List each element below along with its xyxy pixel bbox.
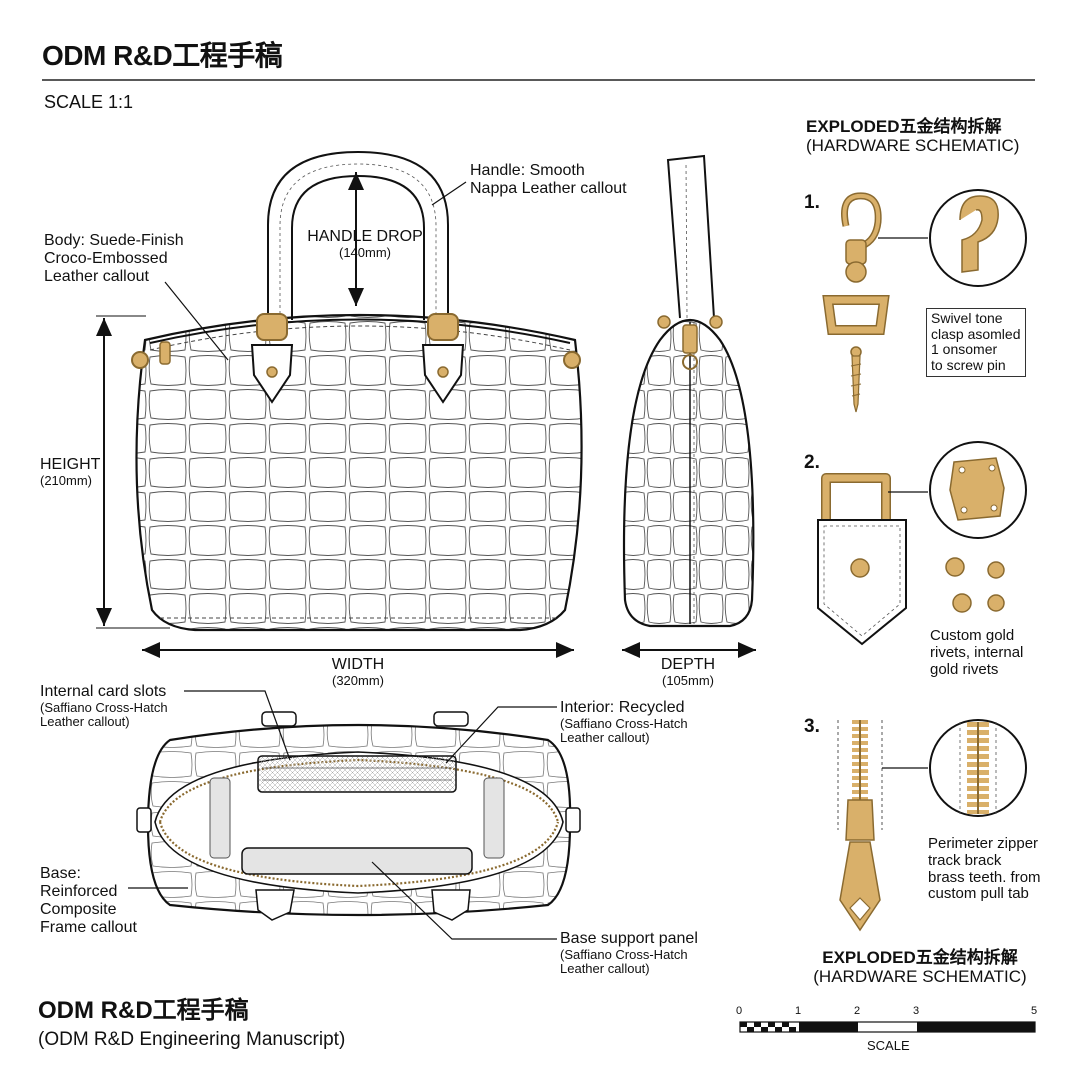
card-slots-sub: Leather callout) — [40, 714, 130, 730]
footer-subtitle: (ODM R&D Engineering Manuscript) — [38, 1029, 346, 1050]
footer-title: ODM R&D工程手稿 — [38, 997, 249, 1024]
depth-dimension: DEPTH (105mm) — [640, 656, 736, 688]
base-callout: Base: Reinforced Composite Frame callout — [40, 865, 137, 937]
base-panel-sub: (Saffiano Cross-Hatch — [560, 946, 688, 962]
handle-tab-right — [421, 313, 465, 404]
note-line: custom pull tab — [928, 885, 1029, 903]
side-view — [622, 154, 756, 658]
base-callout-line: Composite — [40, 900, 117, 918]
card-slots-sub: (Saffiano Cross-Hatch — [40, 699, 168, 715]
hardware-item-number: 2. — [804, 452, 820, 473]
hardware-heading: EXPLODED五金结构拆解 (HARDWARE SCHEMATIC) — [806, 117, 1019, 155]
hardware-dring — [817, 441, 1027, 646]
depth-label: DEPTH — [660, 656, 716, 673]
height-label: HEIGHT — [40, 456, 101, 473]
scale-tick: 0 — [736, 1005, 743, 1017]
scale-tick: 1 — [795, 1005, 802, 1017]
handle-drop-value: (140mm) — [338, 244, 391, 260]
note-line: to screw pin — [931, 357, 1006, 374]
note-line: track brack — [928, 851, 1002, 869]
page-title: ODM R&D工程手稿 — [42, 40, 283, 71]
scale-bar-label: SCALE — [867, 1038, 910, 1053]
hardware-clasp — [822, 189, 1027, 413]
hardware-footer-line: (HARDWARE SCHEMATIC) — [813, 967, 1027, 987]
card-slots-title: Internal card slots — [40, 683, 167, 700]
note-line: brass teeth. from — [928, 868, 1041, 886]
depth-value: (105mm) — [661, 672, 714, 688]
handle-callout: Handle: Smooth Nappa Leather callout — [470, 162, 627, 198]
side-body — [622, 318, 755, 628]
base-panel-callout: Base support panel (Saffiano Cross-Hatch… — [560, 930, 698, 977]
scale-tick: 5 — [1031, 1005, 1038, 1017]
hardware-footer-heading: EXPLODED五金结构拆解 (HARDWARE SCHEMATIC) — [800, 948, 1040, 986]
hardware-item-number: 3. — [804, 716, 820, 737]
scale-tick: 3 — [913, 1005, 920, 1017]
front-view — [96, 150, 583, 658]
hardware-heading-line: (HARDWARE SCHEMATIC) — [806, 136, 1020, 156]
note-line: rivets, internal — [930, 643, 1024, 661]
handle-drop-label: HANDLE DROP — [307, 228, 423, 245]
hardware-item-number: 1. — [804, 192, 820, 213]
handle-drop-dimension: HANDLE DROP (140mm) — [300, 228, 430, 260]
width-label: WIDTH — [331, 656, 385, 673]
height-dimension: HEIGHT (210mm) — [40, 456, 100, 488]
handle-tab-left — [250, 313, 294, 404]
hardware-item-note: Swivel tone clasp asomled 1 onsomer to s… — [926, 308, 1026, 377]
interior-callout: Interior: Recycled (Saffiano Cross-Hatch… — [560, 699, 688, 746]
note-line: 1 onsomer — [931, 341, 998, 358]
body-callout-line: Body: Suede-Finish — [44, 232, 184, 249]
width-value: (320mm) — [331, 672, 384, 688]
base-panel-sub: Leather callout) — [560, 961, 650, 977]
handle-callout-line: Handle: Smooth — [470, 162, 585, 179]
base-callout-line: Reinforced — [40, 882, 118, 900]
height-value: (210mm) — [40, 472, 93, 488]
note-line: Perimeter zipper — [928, 835, 1039, 852]
top-view — [128, 690, 581, 940]
hardware-zipper — [837, 719, 1027, 932]
note-line: Custom gold — [930, 627, 1015, 644]
base-panel-title: Base support panel — [560, 930, 698, 947]
body-callout-line: Croco-Embossed — [44, 249, 168, 267]
note-line: clasp asomled — [931, 325, 1021, 342]
interior-sub: Leather callout) — [560, 730, 650, 746]
hardware-item-note: Perimeter zipper track brack brass teeth… — [928, 835, 1041, 903]
hardware-item-note: Custom gold rivets, internal gold rivets — [930, 627, 1024, 678]
handle-callout-line: Nappa Leather callout — [470, 179, 627, 197]
scale-bar — [739, 1021, 1036, 1033]
hardware-footer-line: EXPLODED五金结构拆解 — [822, 948, 1018, 967]
interior-sub: (Saffiano Cross-Hatch — [560, 715, 688, 731]
scale-ratio: SCALE 1:1 — [44, 92, 134, 112]
base-callout-line: Frame callout — [40, 918, 137, 936]
width-dimension: WIDTH (320mm) — [310, 656, 406, 688]
note-line: gold rivets — [930, 660, 999, 678]
body-callout-line: Leather callout — [44, 267, 149, 285]
base-callout-line: Base: — [40, 865, 81, 882]
scale-tick: 2 — [854, 1005, 861, 1017]
note-line: Swivel tone — [931, 310, 1003, 326]
body-callout: Body: Suede-Finish Croco-Embossed Leathe… — [44, 232, 184, 286]
interior-title: Interior: Recycled — [560, 699, 685, 716]
card-slots-callout: Internal card slots (Saffiano Cross-Hatc… — [40, 683, 168, 730]
bag-body — [135, 313, 583, 632]
hardware-heading-line: EXPLODED五金结构拆解 — [806, 117, 1002, 136]
